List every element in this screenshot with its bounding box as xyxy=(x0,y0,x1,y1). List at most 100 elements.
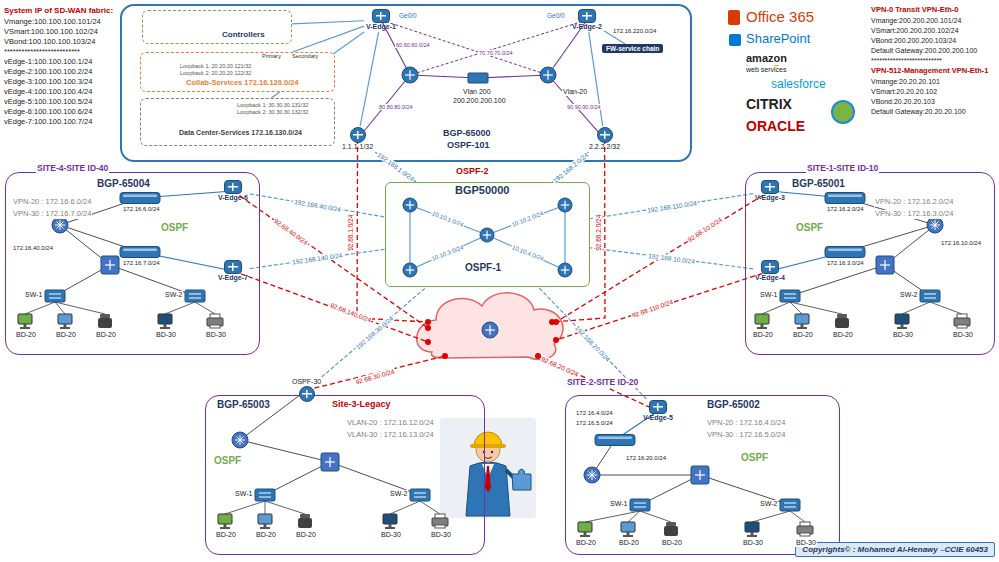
annotation-text: 92.68.110.0/24 xyxy=(630,297,675,319)
core-link xyxy=(409,205,410,270)
node-label: FW-service chain xyxy=(606,45,659,52)
node-text: OSPF-1 xyxy=(464,262,502,274)
switch-mark xyxy=(236,436,243,443)
computer-base xyxy=(385,527,395,529)
connector xyxy=(250,249,385,268)
vpn-zone-symbol xyxy=(825,247,865,258)
computer-stand xyxy=(224,524,227,527)
computer-stand xyxy=(801,324,804,327)
computer-base xyxy=(747,535,757,537)
access-link xyxy=(390,501,420,514)
switch-symbol xyxy=(185,290,205,302)
annotation-text: SW-1 xyxy=(24,291,43,299)
access-link xyxy=(640,511,671,522)
computer-base xyxy=(623,535,633,537)
vedge-router: V-Edge-1 xyxy=(364,8,398,32)
switch-mark xyxy=(784,507,796,508)
vpn-zone-shine xyxy=(828,195,862,198)
computer-symbol xyxy=(218,514,232,524)
annotation-text: 10.10.1.0/24 xyxy=(429,209,464,228)
node-label: V-Edge-7 xyxy=(218,274,248,282)
computer-symbol xyxy=(795,314,809,324)
annotation-text: 200.200.200.100 xyxy=(452,97,507,105)
computer-stand xyxy=(901,324,904,327)
router-symbol xyxy=(402,67,418,83)
node-label: V-Edge-6 xyxy=(218,194,248,202)
computer-base xyxy=(757,327,767,329)
annotation-text: VSmart:100.100.100.102/24 xyxy=(3,28,99,37)
distribution-switch-symbol xyxy=(691,466,709,484)
annotation-text: 80.80.80.0/24 xyxy=(378,104,414,110)
link-dot xyxy=(425,325,431,331)
computer-stand xyxy=(751,532,754,535)
router-icon xyxy=(299,386,315,402)
annotation-text: 172.16.220.0/24 xyxy=(612,28,657,35)
vedge-icon xyxy=(761,180,779,194)
annotation-text: 172.16.20.0/24 xyxy=(625,455,667,462)
node-text: Loopback 1: 30.30.30.131/32 xyxy=(236,102,309,108)
annotation-text: SW-1 xyxy=(234,490,253,498)
annotation-text: SW-1 xyxy=(609,500,628,508)
phone-handset xyxy=(100,314,110,318)
switch-mark xyxy=(189,294,201,295)
annotation-text: VSmart:200.200.200.102/24 xyxy=(870,27,960,35)
site-link xyxy=(240,390,307,440)
node-text: OSPF-101 xyxy=(446,140,491,150)
switch-mark xyxy=(634,503,646,504)
connector xyxy=(590,194,753,219)
computer-symbol xyxy=(745,522,759,532)
phone-symbol xyxy=(298,518,312,528)
annotation-text: BD-20 xyxy=(792,331,814,339)
link-dot xyxy=(425,319,431,325)
annotation-text: 92.68.2.0/24 xyxy=(595,213,602,251)
annotation-text: Vmange:100.100.100.101/24 xyxy=(3,18,102,27)
annotation-text: 92.68.20.0/24 xyxy=(539,354,580,378)
switch-mark xyxy=(699,470,700,480)
engineer-body xyxy=(466,462,510,516)
site-link xyxy=(790,265,885,296)
access-link xyxy=(25,302,55,314)
node-text: Secondary xyxy=(291,53,319,59)
router-symbol xyxy=(482,322,498,338)
annotation-text: 172.16.10.0/24 xyxy=(940,240,982,247)
annotation-text: BD-30 xyxy=(742,539,764,547)
hq-link xyxy=(381,20,548,75)
printer-tray xyxy=(210,325,220,328)
switch-mark xyxy=(884,260,885,270)
node-text: BGP-65004 xyxy=(96,178,151,190)
vpn-zone-symbol xyxy=(120,193,160,204)
access-link xyxy=(930,302,962,314)
engineer-tie xyxy=(485,466,491,492)
internet-link xyxy=(233,191,428,328)
switch-mark xyxy=(414,497,426,498)
phone-symbol xyxy=(664,526,678,536)
node-text: VPN-20 : 172.16.6.0/24 xyxy=(12,198,92,207)
switch-symbol xyxy=(630,499,650,511)
annotation-text: 92.68.1.0/24 xyxy=(347,213,354,251)
vedge-router: V-Edge-5 xyxy=(641,399,675,423)
connector xyxy=(292,21,364,24)
router-symbol xyxy=(558,263,572,277)
internet-link xyxy=(552,139,605,322)
annotation-text: Vmange:20.20.20.101 xyxy=(870,78,941,86)
core-box: BGP50000OSPF-1 xyxy=(385,182,590,287)
annotation-text: BD-20 xyxy=(618,539,640,547)
internet-link xyxy=(233,271,428,342)
annotation-text: Vlan-20 xyxy=(562,88,588,96)
vedge-router: V-Edge-6 xyxy=(216,179,250,203)
annotation-text: vEdge-1:100.100.100.1/24 xyxy=(3,58,93,67)
puzzle-piece xyxy=(512,469,531,490)
annotation-text: 70.70.70.0/24 xyxy=(478,50,514,56)
engineer-eye xyxy=(491,451,493,453)
computer-stand xyxy=(264,524,267,527)
access-link xyxy=(902,302,930,314)
fw-service-box: FW-service chain xyxy=(602,44,663,53)
node-label: V-Edge-2 xyxy=(572,23,602,31)
office-logo xyxy=(728,10,740,25)
collab-box: PrimarySecondaryLoopback 1: 20.20.20.121… xyxy=(140,52,335,92)
annotation-text: vEdge-6:100.100.100.6/24 xyxy=(3,108,93,117)
node-text: Primary xyxy=(261,53,282,59)
vedge-router: V-Edge-7 xyxy=(216,259,250,283)
vpn-zone-symbol xyxy=(595,435,635,446)
